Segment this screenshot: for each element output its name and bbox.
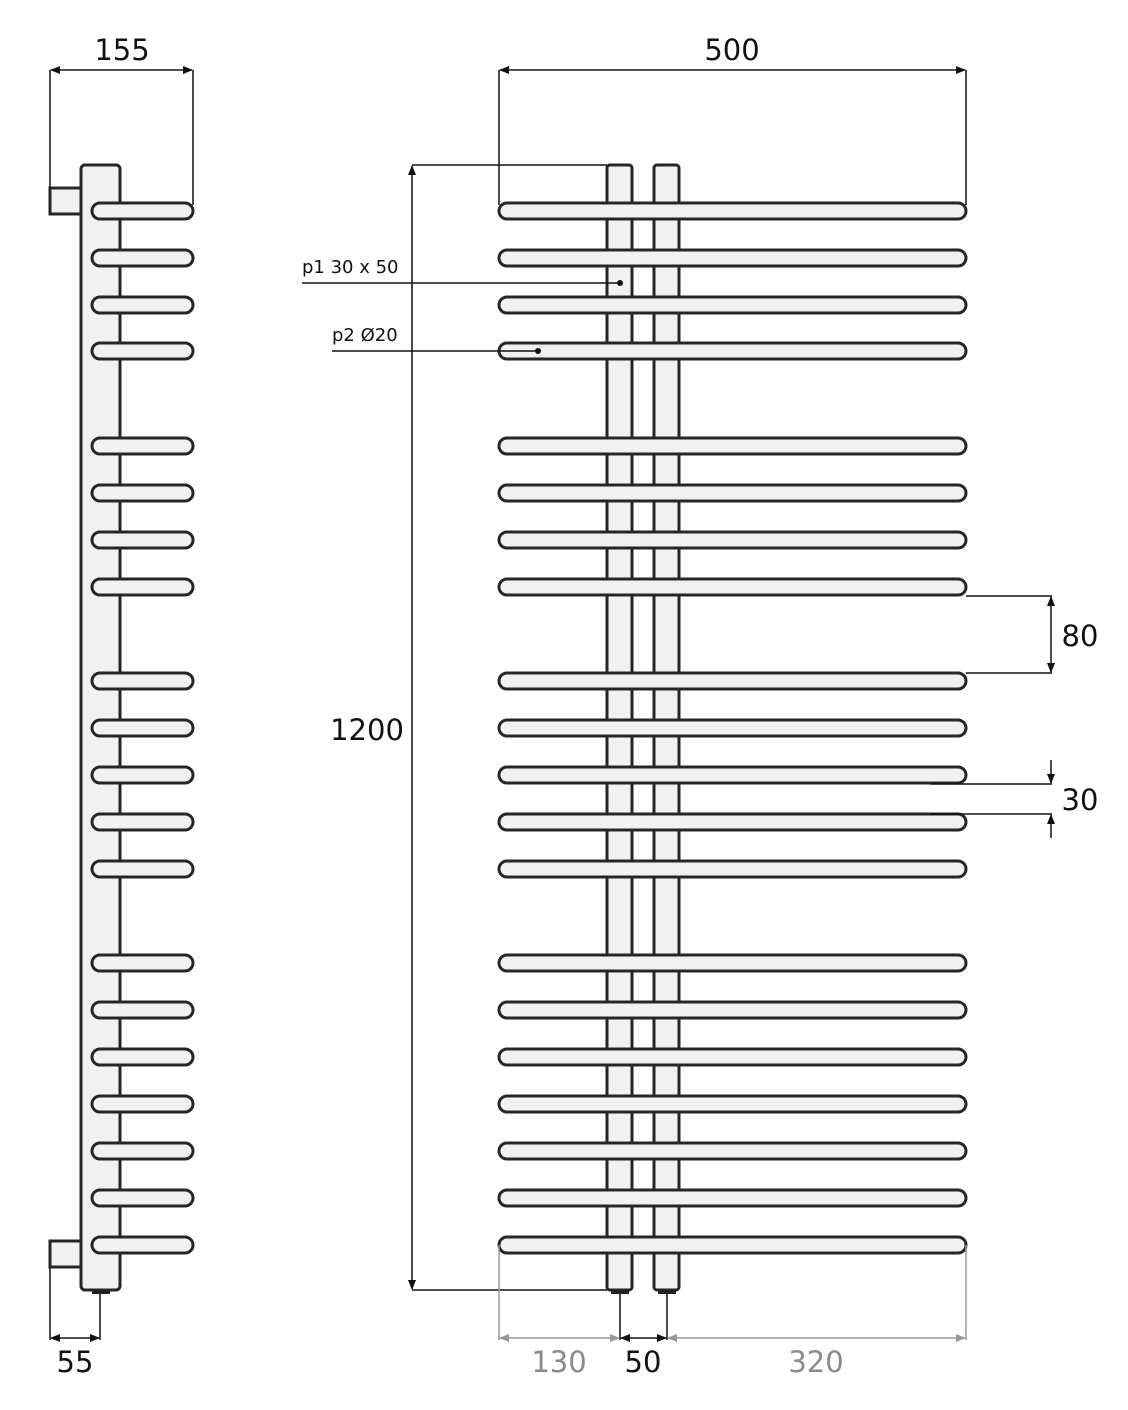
label-right-offset: 320 — [788, 1345, 843, 1379]
heating-bar — [497, 201, 968, 221]
heating-bar — [90, 1094, 195, 1114]
heating-bar — [497, 765, 968, 785]
heating-bar — [497, 812, 968, 832]
heating-bar — [497, 341, 968, 361]
heating-bar — [497, 436, 968, 456]
heating-bar — [497, 248, 968, 268]
label-spacing: 50 — [625, 1345, 662, 1379]
heating-bar — [90, 248, 195, 268]
valve-left — [611, 1290, 629, 1294]
side-valve — [92, 1290, 110, 1294]
heating-bar — [90, 436, 195, 456]
label-side-width: 155 — [94, 33, 149, 67]
heating-bar — [90, 718, 195, 738]
bottom-connector — [48, 1239, 83, 1269]
label-bar-gap: 80 — [1062, 619, 1099, 653]
heating-bar — [90, 671, 195, 691]
heating-bar — [90, 953, 195, 973]
callout-p1: p1 30 x 50 — [302, 257, 399, 278]
heating-bar — [90, 765, 195, 785]
heating-bar — [497, 859, 968, 879]
heating-bar — [497, 671, 968, 691]
heating-bar — [90, 1141, 195, 1161]
valve-right — [658, 1290, 676, 1294]
heating-bar — [90, 530, 195, 550]
heating-bar — [90, 483, 195, 503]
heating-bar — [497, 953, 968, 973]
heating-bar — [90, 201, 195, 221]
heating-bar — [497, 530, 968, 550]
label-side-offset: 55 — [57, 1345, 94, 1379]
front-bars — [497, 201, 968, 1255]
side-bars — [90, 201, 195, 1255]
heating-bar — [90, 1188, 195, 1208]
label-width: 500 — [704, 33, 759, 67]
heating-bar — [90, 1047, 195, 1067]
label-left-offset: 130 — [531, 1345, 586, 1379]
front-view: 500 1200 p1 30 x 50 p2 Ø20 80 30 130 — [302, 33, 1098, 1379]
top-connector — [48, 186, 83, 216]
heating-bar — [90, 1000, 195, 1020]
heating-bar — [497, 1000, 968, 1020]
callout-p2: p2 Ø20 — [332, 325, 398, 346]
label-height: 1200 — [330, 713, 404, 747]
heating-bar — [90, 1235, 195, 1255]
heating-bar — [497, 295, 968, 315]
heating-bar — [90, 577, 195, 597]
heating-bar — [497, 1047, 968, 1067]
heating-bar — [497, 718, 968, 738]
heating-bar — [90, 341, 195, 361]
heating-bar — [90, 295, 195, 315]
heating-bar — [497, 1141, 968, 1161]
heating-bar — [497, 483, 968, 503]
heating-bar — [497, 1094, 968, 1114]
heating-bar — [497, 1235, 968, 1255]
heating-bar — [90, 812, 195, 832]
label-bar-pitch: 30 — [1062, 783, 1099, 817]
side-view: 155 55 — [48, 33, 195, 1379]
heating-bar — [497, 1188, 968, 1208]
heating-bar — [497, 577, 968, 597]
heating-bar — [90, 859, 195, 879]
